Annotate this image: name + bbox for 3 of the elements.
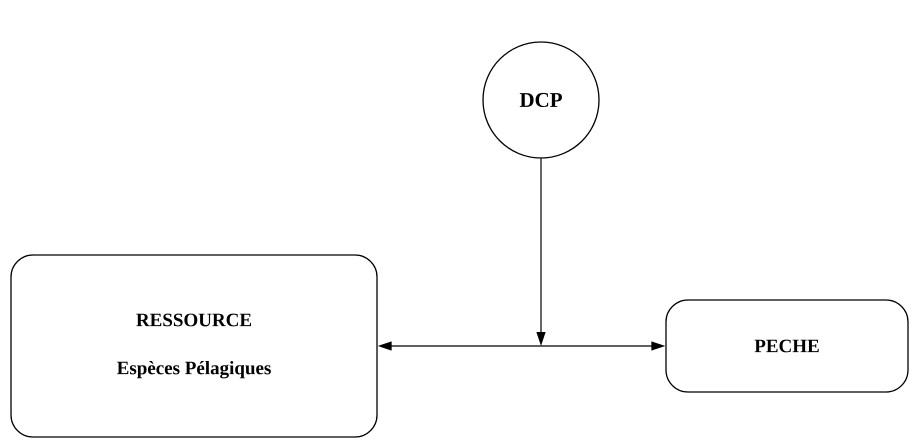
rounded-box: PECHE	[665, 299, 909, 393]
rounded-box: RESSOURCE Espèces Pélagiques	[10, 254, 378, 438]
circle-node: DCP	[482, 41, 600, 159]
